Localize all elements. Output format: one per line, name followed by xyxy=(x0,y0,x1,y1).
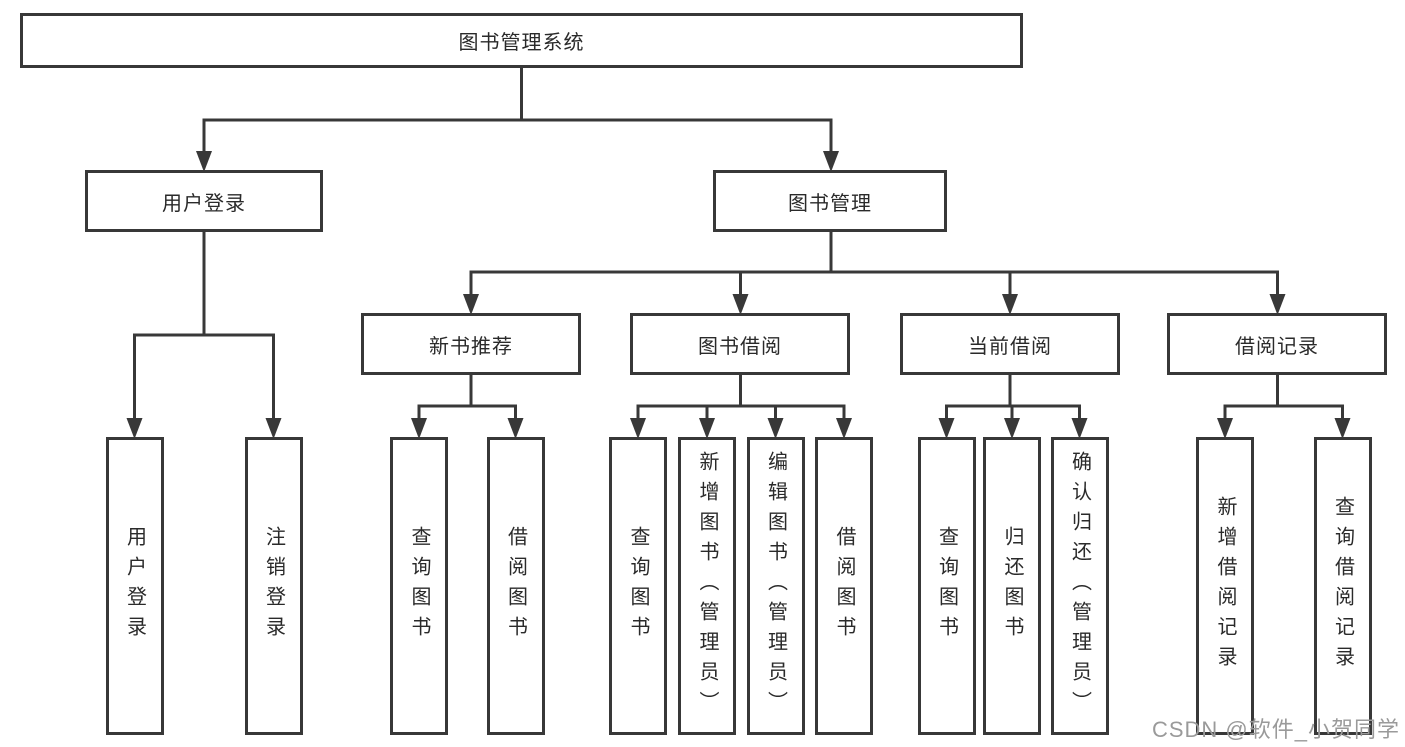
node-label: 图书管理 xyxy=(788,192,872,215)
arrowhead-down-icon xyxy=(196,151,212,172)
arrowhead-down-icon xyxy=(265,418,282,439)
node-label: 新书推荐 xyxy=(429,335,513,358)
node-label: 用户登录 xyxy=(123,526,146,646)
arrowhead-down-icon xyxy=(411,418,427,439)
node-user-login: 用户登录 xyxy=(85,170,323,232)
node-label: 借阅记录 xyxy=(1235,335,1319,358)
node-label: 图书管理系统 xyxy=(458,32,585,54)
arrowhead-down-icon xyxy=(938,418,955,439)
node-label: 查询图书 xyxy=(627,526,649,646)
node-label: 新增借阅记录 xyxy=(1214,496,1236,676)
node-label: 用户登录 xyxy=(162,192,246,215)
leaf-query-book-1: 查询图书 xyxy=(390,437,448,735)
node-book-management: 图书管理 xyxy=(713,170,947,232)
node-label: 查询图书 xyxy=(408,526,430,646)
connector-lines xyxy=(133,68,1344,420)
node-label: 图书借阅 xyxy=(698,335,782,358)
leaf-add-book-admin: 新增图书（管理员） xyxy=(678,437,736,735)
node-current-borrow: 当前借阅 xyxy=(900,313,1120,375)
node-label: 查询图书 xyxy=(935,526,958,646)
leaf-query-book-2: 查询图书 xyxy=(609,437,667,735)
leaf-user-login: 用户登录 xyxy=(105,437,164,735)
arrowhead-down-icon xyxy=(507,418,524,439)
node-new-book-recommend: 新书推荐 xyxy=(361,313,581,375)
leaf-edit-book-admin: 编辑图书（管理员） xyxy=(746,437,805,735)
arrowhead-down-icon xyxy=(630,418,646,439)
arrowhead-down-icon xyxy=(1269,294,1286,315)
arrowhead-down-icon xyxy=(836,418,852,439)
csdn-watermark: CSDN @软件_小贺同学 xyxy=(1151,717,1400,742)
arrowhead-down-icon xyxy=(1004,418,1020,439)
arrowheads xyxy=(126,151,1351,439)
node-label: 编辑图书（管理员） xyxy=(764,451,787,721)
node-label: 当前借阅 xyxy=(968,335,1052,358)
node-borrow-records: 借阅记录 xyxy=(1167,313,1387,375)
node-label: 借阅图书 xyxy=(504,526,527,646)
node-label: 注销登录 xyxy=(262,526,285,646)
leaf-query-borrow-record: 查询借阅记录 xyxy=(1313,437,1372,735)
arrowhead-down-icon xyxy=(823,151,839,172)
node-label: 查询借阅记录 xyxy=(1331,496,1354,676)
leaf-add-borrow-record: 新增借阅记录 xyxy=(1196,437,1254,735)
node-label: 归还图书 xyxy=(1001,526,1023,646)
arrowhead-down-icon xyxy=(1217,418,1233,439)
node-label: 新增图书（管理员） xyxy=(696,451,718,721)
node-label: 借阅图书 xyxy=(833,526,855,646)
leaf-return-book: 归还图书 xyxy=(983,437,1041,735)
node-label: 确认归还（管理员） xyxy=(1068,451,1091,721)
arrowhead-down-icon xyxy=(463,294,479,315)
node-book-borrow: 图书借阅 xyxy=(630,313,850,375)
node-book-management-system: 图书管理系统 xyxy=(20,13,1023,68)
arrowhead-down-icon xyxy=(1334,418,1351,439)
arrowhead-down-icon xyxy=(699,418,715,439)
leaf-query-book-3: 查询图书 xyxy=(917,437,976,735)
leaf-borrow-book-1: 借阅图书 xyxy=(486,437,545,735)
arrowhead-down-icon xyxy=(732,294,749,315)
arrowhead-down-icon xyxy=(1002,294,1018,315)
arrowhead-down-icon xyxy=(1071,418,1088,439)
leaf-borrow-book-2: 借阅图书 xyxy=(815,437,873,735)
arrowhead-down-icon xyxy=(126,418,143,439)
leaf-logout: 注销登录 xyxy=(244,437,303,735)
arrowhead-down-icon xyxy=(767,418,784,439)
leaf-confirm-return-admin: 确认归还（管理员） xyxy=(1050,437,1109,735)
